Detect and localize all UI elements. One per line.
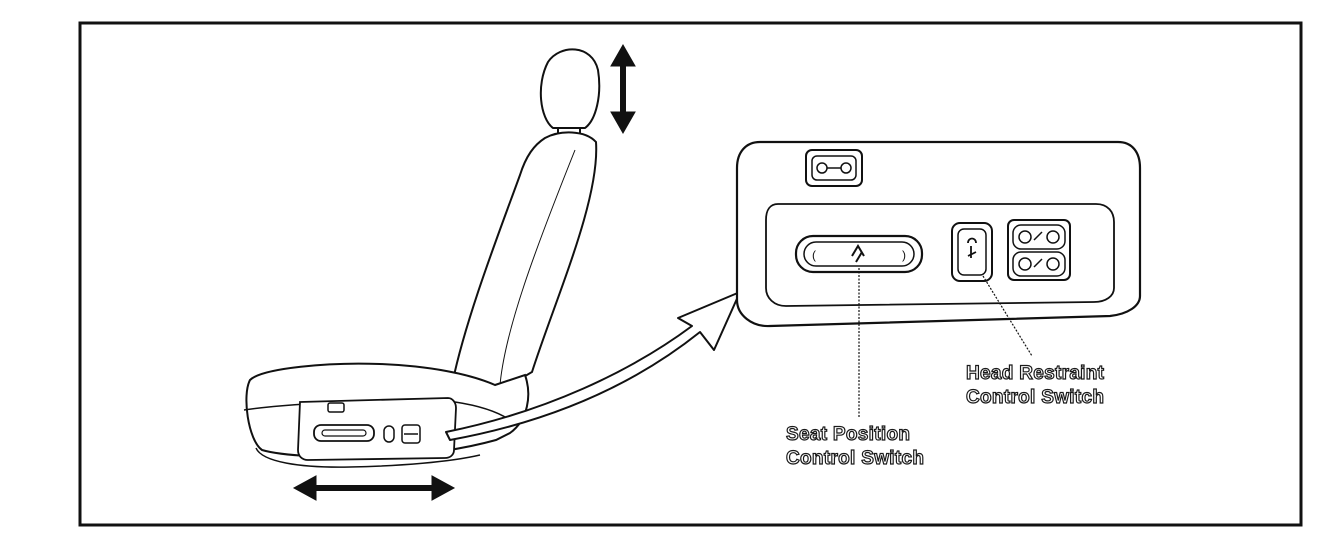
leader-lines — [858, 268, 1033, 418]
head-restraint-label-line1: Head Restraint — [965, 362, 1105, 384]
seat-position-label: Seat Position Control Switch — [785, 423, 925, 471]
seat-position-label-line2: Control Switch — [785, 447, 925, 469]
head-switch-leader — [982, 275, 1033, 357]
head-restraint-label: Head Restraint Control Switch — [965, 362, 1105, 410]
headrest — [539, 48, 601, 129]
side-panel — [297, 397, 457, 461]
svg-text:): ) — [902, 248, 906, 262]
seat-position-label-line1: Seat Position — [785, 423, 911, 445]
seat-slide-arrow — [292, 475, 456, 501]
headrest-adjust-arrow — [610, 43, 636, 135]
head-restraint-label-line2: Control Switch — [965, 386, 1105, 408]
svg-text:(: ( — [812, 248, 816, 262]
control-panel: ( ) — [735, 140, 1142, 328]
zoom-arrow — [445, 291, 741, 441]
